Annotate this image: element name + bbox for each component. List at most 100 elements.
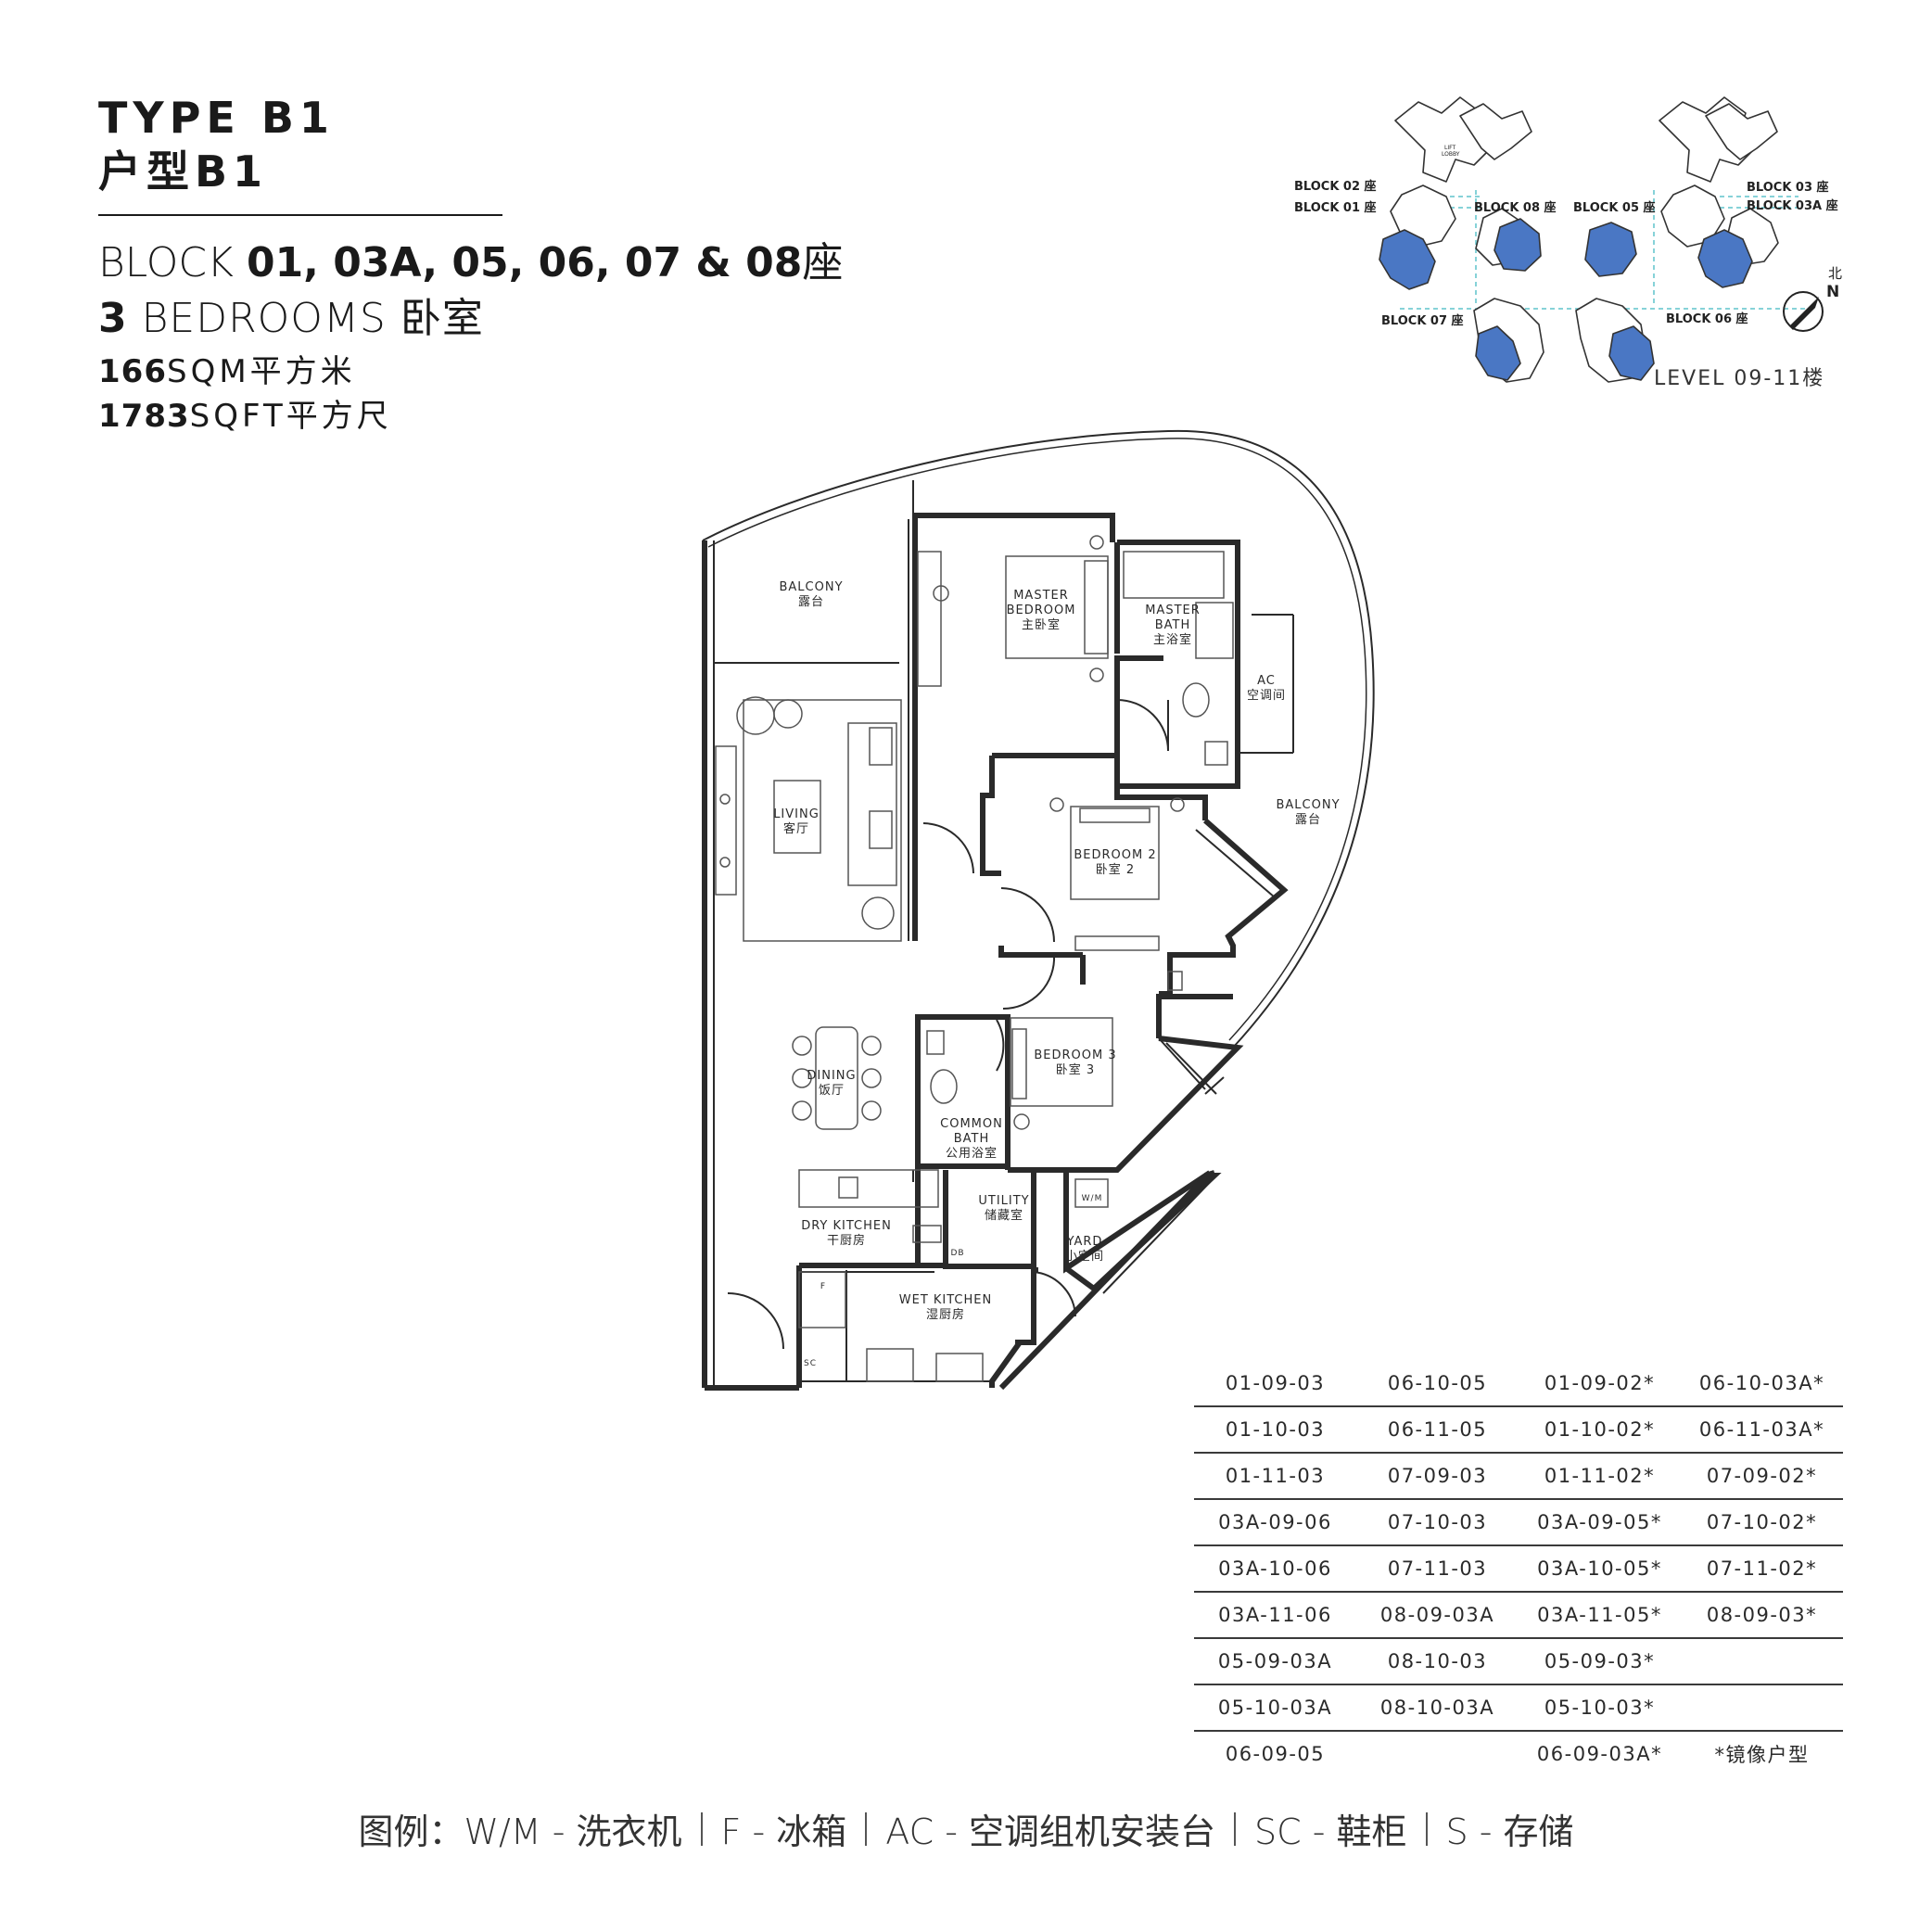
label-sc: SC — [804, 1359, 817, 1368]
table-cell: 06-11-05 — [1387, 1418, 1488, 1441]
label-bedroom2: BEDROOM 2 — [1074, 848, 1156, 862]
label-utility-cn: 储藏室 — [985, 1208, 1023, 1223]
sqft-value: 1783 — [98, 398, 190, 435]
label-bedroom2-cn: 卧室 2 — [1096, 862, 1135, 877]
table-cell: 03A-11-05* — [1537, 1604, 1662, 1626]
area-sqm: 166SQM平方米 — [98, 352, 356, 391]
label-ac-cn: 空调间 — [1247, 689, 1286, 703]
area-sqft: 1783SQFT平方尺 — [98, 397, 392, 436]
table-cell: 08-10-03A — [1379, 1697, 1495, 1719]
label-master-bath-cn: 主浴室 — [1153, 632, 1192, 647]
label-living: LIVING — [773, 807, 820, 821]
table-cell: 05-10-03A — [1217, 1697, 1333, 1719]
table-cell: 05-09-03A — [1217, 1650, 1333, 1672]
sqft-unit: SQFT平方尺 — [189, 398, 392, 435]
table-row: 03A-11-06 08-09-03A 03A-11-05* 08-09-03* — [1194, 1593, 1843, 1639]
table-cell: 06-09-05 — [1225, 1743, 1326, 1765]
table-cell: 07-09-02* — [1706, 1465, 1818, 1487]
table-cell: 03A-11-06 — [1218, 1604, 1332, 1626]
blocks-suffix: 座 — [802, 239, 844, 286]
table-cell: 05-09-03* — [1544, 1650, 1656, 1672]
label-master-bedroom-2: BEDROOM — [1007, 604, 1076, 617]
label-master-bedroom-cn: 主卧室 — [1022, 617, 1061, 632]
table-cell: 07-10-03 — [1387, 1511, 1488, 1533]
table-cell: 01-11-03 — [1225, 1465, 1326, 1487]
label-balcony-right: BALCONY — [1276, 798, 1340, 812]
bedroom-count: 3 — [98, 295, 128, 342]
label-dining: DINING — [807, 1069, 856, 1083]
label-master-bath-2: BATH — [1155, 618, 1191, 632]
table-cell: 07-10-02* — [1706, 1511, 1818, 1533]
legend-item-sc: SC - 鞋柜 — [1253, 1811, 1407, 1852]
label-balcony-top-cn: 露台 — [798, 595, 824, 609]
table-cell: 01-10-03 — [1225, 1418, 1326, 1441]
label-balcony-right-cn: 露台 — [1295, 813, 1321, 827]
table-cell: 01-09-02* — [1544, 1372, 1656, 1394]
table-cell: 03A-09-05* — [1537, 1511, 1662, 1533]
table-cell: 03A-09-06 — [1218, 1511, 1332, 1533]
table-cell: 01-09-03 — [1225, 1372, 1326, 1394]
table-row: 06-09-05 06-09-03A* *镜像户型 — [1194, 1732, 1843, 1776]
table-cell: 01-10-02* — [1544, 1418, 1656, 1441]
table-cell: 06-09-03A* — [1536, 1743, 1663, 1765]
label-master-bath: MASTER — [1145, 604, 1201, 617]
label-dry-kitchen-cn: 干厨房 — [827, 1233, 866, 1248]
label-common-bath-2: BATH — [954, 1132, 990, 1146]
legend-divider — [1233, 1811, 1236, 1846]
label-common-bath: COMMON — [940, 1117, 1003, 1131]
table-cell: 03A-10-05* — [1537, 1557, 1662, 1580]
table-row: 05-09-03A 08-10-03 05-09-03* — [1194, 1639, 1843, 1685]
type-title-cn: 户型B1 — [98, 146, 269, 197]
label-db: DB — [950, 1249, 964, 1258]
label-master-bedroom: MASTER — [1013, 589, 1069, 603]
table-cell: *镜像户型 — [1714, 1744, 1810, 1766]
table-cell: 01-11-02* — [1544, 1465, 1656, 1487]
legend-item-storage: S - 存储 — [1445, 1811, 1574, 1852]
label-bedroom3: BEDROOM 3 — [1034, 1049, 1116, 1062]
legend-item-ac: AC - 空调组机安装台 — [885, 1811, 1215, 1852]
label-bedroom3-cn: 卧室 3 — [1056, 1062, 1095, 1077]
label-living-cn: 客厅 — [783, 821, 809, 836]
label-utility: UTILITY — [978, 1194, 1029, 1208]
label-wet-kitchen-cn: 湿厨房 — [926, 1307, 965, 1322]
legend-divider — [865, 1811, 868, 1846]
bedrooms-text: BEDROOMS 卧室 — [127, 295, 484, 342]
blocks-prefix: BLOCK — [98, 239, 247, 286]
label-dry-kitchen: DRY KITCHEN — [801, 1219, 892, 1233]
table-row: 05-10-03A 08-10-03A 05-10-03* — [1194, 1685, 1843, 1732]
legend-divider — [1425, 1811, 1428, 1846]
label-common-bath-cn: 公用浴室 — [946, 1146, 998, 1161]
label-balcony-top: BALCONY — [779, 580, 843, 594]
label-dining-cn: 饭厅 — [819, 1084, 845, 1098]
table-cell: 05-10-03* — [1544, 1697, 1656, 1719]
table-cell: 06-10-03A* — [1698, 1372, 1825, 1394]
table-cell: 08-09-03A — [1379, 1604, 1495, 1626]
table-cell: 08-09-03* — [1706, 1604, 1818, 1626]
table-cell: 03A-10-06 — [1218, 1557, 1332, 1580]
table-cell: 08-10-03 — [1387, 1650, 1488, 1672]
table-cell: 07-11-03 — [1387, 1557, 1488, 1580]
table-row: 01-10-03 06-11-05 01-10-02* 06-11-03A* — [1194, 1407, 1843, 1454]
label-ac: AC — [1257, 674, 1276, 688]
bedrooms-line: 3 BEDROOMS 卧室 — [98, 293, 484, 345]
table-cell: 06-11-03A* — [1698, 1418, 1825, 1441]
legend-divider — [700, 1811, 703, 1846]
label-wm: W/M — [1082, 1194, 1103, 1203]
blocks-line: BLOCK 01, 03A, 05, 06, 07 & 08座 — [98, 237, 843, 289]
label-fridge: F — [820, 1282, 826, 1291]
label-yard: YARD — [1066, 1235, 1103, 1249]
sqm-value: 166 — [98, 353, 167, 390]
legend-item-wm: 图例：W/M - 洗衣机 — [358, 1811, 682, 1852]
sqm-unit: SQM平方米 — [166, 353, 356, 390]
label-wet-kitchen: WET KITCHEN — [899, 1293, 992, 1307]
label-yard-cn: 小空间 — [1065, 1250, 1104, 1264]
title-divider — [98, 214, 502, 216]
type-title: TYPE B1 — [98, 93, 335, 143]
blocks-list: 01, 03A, 05, 06, 07 & 08 — [246, 239, 803, 286]
